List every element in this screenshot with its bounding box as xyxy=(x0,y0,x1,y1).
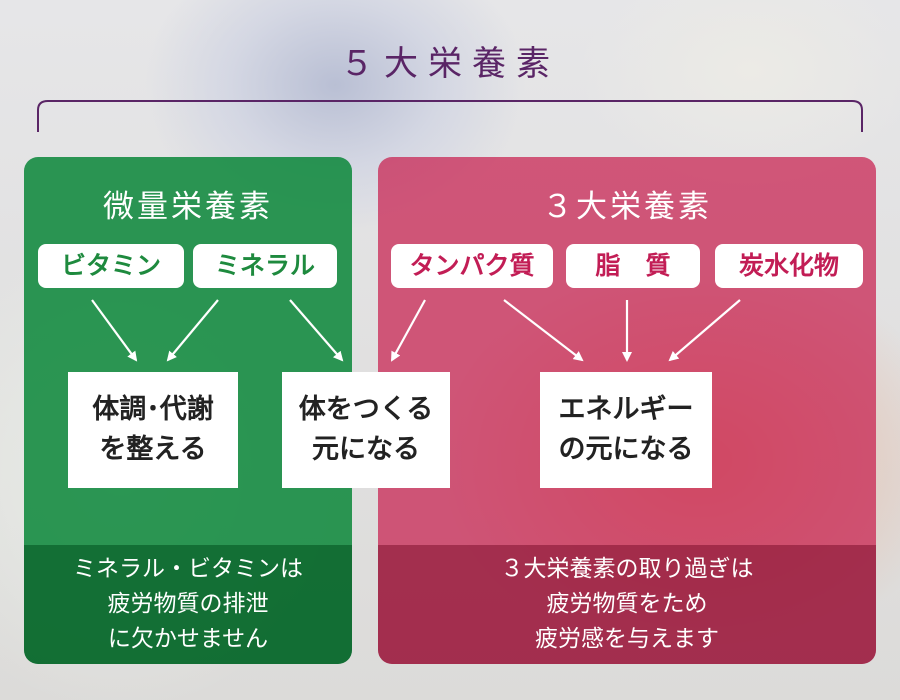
function-condition-metabolism: 体調･代謝 を整える xyxy=(68,372,238,488)
nutrient-fat: 脂 質 xyxy=(566,244,700,288)
nutrient-carbohydrate: 炭水化物 xyxy=(715,244,863,288)
micronutrients-title: 微量栄養素 xyxy=(103,189,273,225)
macronutrients-note: ３大栄養素の取り過ぎは 疲労物質をため 疲労感を与えます xyxy=(378,545,876,664)
nutrient-vitamin: ビタミン xyxy=(38,244,184,288)
top-bracket xyxy=(37,100,863,132)
nutrient-protein: タンパク質 xyxy=(391,244,553,288)
nutrient-mineral: ミネラル xyxy=(193,244,337,288)
diagram-title: ５大栄養素 xyxy=(340,44,560,84)
function-energy-source: エネルギー の元になる xyxy=(540,372,712,488)
micronutrients-note: ミネラル・ビタミンは 疲労物質の排泄 に欠かせません xyxy=(24,545,352,664)
function-body-building: 体をつくる 元になる xyxy=(282,372,450,488)
macronutrients-title: ３大栄養素 xyxy=(542,189,712,225)
